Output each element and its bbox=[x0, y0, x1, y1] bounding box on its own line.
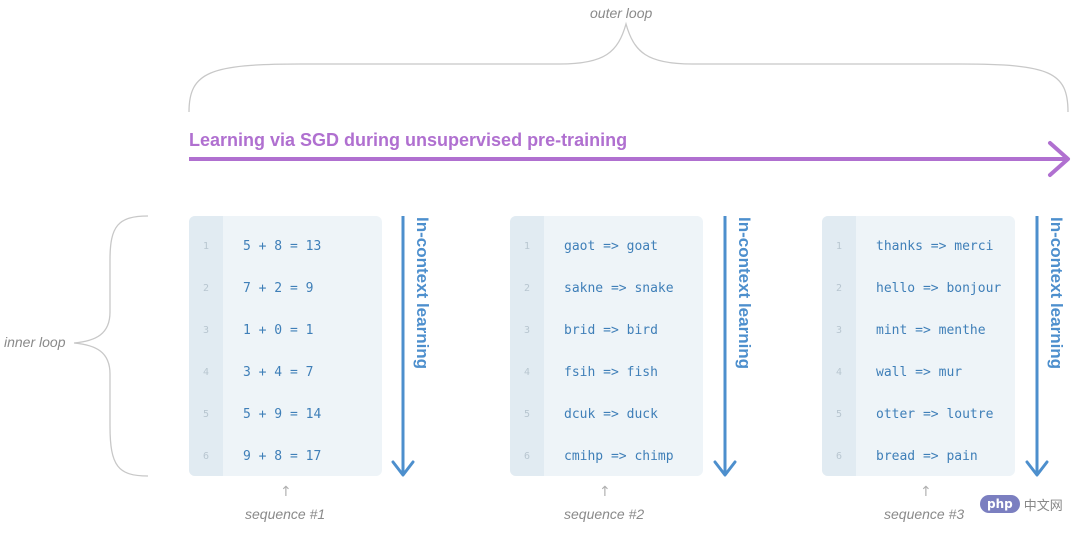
code-line: 4 wall => mur bbox=[822, 351, 1015, 393]
code-line: 4 3 + 4 = 7 bbox=[189, 351, 382, 393]
code-text: bread => pain bbox=[876, 448, 978, 464]
line-number: 3 bbox=[202, 324, 210, 336]
outer-loop-label: outer loop bbox=[590, 5, 653, 21]
main-arrow-head bbox=[1048, 141, 1070, 177]
code-text: dcuk => duck bbox=[564, 406, 658, 422]
up-arrow-icon: ↑ bbox=[599, 484, 611, 500]
code-line: 2 hello => bonjour bbox=[822, 267, 1015, 309]
watermark-badge: php bbox=[980, 495, 1020, 513]
inner-loop-label: inner loop bbox=[4, 334, 66, 350]
code-text: 1 + 0 = 1 bbox=[243, 322, 314, 338]
line-number-gutter bbox=[822, 216, 856, 476]
line-number: 1 bbox=[835, 240, 843, 252]
line-number: 5 bbox=[523, 408, 531, 420]
line-number: 5 bbox=[835, 408, 843, 420]
in-context-label-2: In-context learning bbox=[735, 217, 754, 370]
in-context-arrow-1 bbox=[391, 216, 415, 477]
line-number: 4 bbox=[835, 366, 843, 378]
code-text: mint => menthe bbox=[876, 322, 986, 338]
line-number: 5 bbox=[202, 408, 210, 420]
code-line: 4 fsih => fish bbox=[510, 351, 703, 393]
up-arrow-icon: ↑ bbox=[920, 484, 932, 500]
line-number: 1 bbox=[523, 240, 531, 252]
code-text: 5 + 8 = 13 bbox=[243, 238, 322, 254]
line-number: 6 bbox=[202, 450, 210, 462]
in-context-arrow-3 bbox=[1025, 216, 1049, 477]
code-text: 3 + 4 = 7 bbox=[243, 364, 314, 380]
sequence-caption-1: sequence #1 bbox=[245, 506, 326, 522]
sequence-card-2: 1 gaot => goat 2 sakne => snake 3 brid => b… bbox=[510, 216, 703, 476]
line-number: 4 bbox=[202, 366, 210, 378]
code-line: 5 otter => loutre bbox=[822, 393, 1015, 435]
line-number: 2 bbox=[202, 282, 210, 294]
line-number-gutter bbox=[510, 216, 544, 476]
line-number: 4 bbox=[523, 366, 531, 378]
code-line: 2 sakne => snake bbox=[510, 267, 703, 309]
code-text: hello => bonjour bbox=[876, 280, 1002, 296]
in-context-arrow-2 bbox=[713, 216, 737, 477]
line-number-gutter bbox=[189, 216, 223, 476]
code-line: 5 dcuk => duck bbox=[510, 393, 703, 435]
code-line: 3 1 + 0 = 1 bbox=[189, 309, 382, 351]
code-text: gaot => goat bbox=[564, 238, 658, 254]
line-number: 2 bbox=[523, 282, 531, 294]
code-line: 5 5 + 9 = 14 bbox=[189, 393, 382, 435]
code-text: brid => bird bbox=[564, 322, 658, 338]
code-line: 2 7 + 2 = 9 bbox=[189, 267, 382, 309]
code-text: wall => mur bbox=[876, 364, 963, 380]
up-arrow-icon: ↑ bbox=[280, 484, 292, 500]
line-number: 6 bbox=[523, 450, 531, 462]
watermark: php 中文网 bbox=[980, 491, 1076, 517]
in-context-label-3: In-context learning bbox=[1047, 217, 1066, 370]
line-number: 6 bbox=[835, 450, 843, 462]
sequence-card-3: 1 thanks => merci 2 hello => bonjour 3 mint… bbox=[822, 216, 1015, 476]
code-line: 1 gaot => goat bbox=[510, 225, 703, 267]
code-text: otter => loutre bbox=[876, 406, 994, 422]
outer-loop-brace bbox=[188, 21, 1069, 113]
code-line: 6 9 + 8 = 17 bbox=[189, 435, 382, 476]
code-text: 5 + 9 = 14 bbox=[243, 406, 322, 422]
inner-loop-brace bbox=[73, 215, 149, 477]
code-line: 3 brid => bird bbox=[510, 309, 703, 351]
sequence-caption-2: sequence #2 bbox=[564, 506, 645, 522]
code-text: sakne => snake bbox=[564, 280, 674, 296]
line-number: 3 bbox=[523, 324, 531, 336]
main-arrow-label: Learning via SGD during unsupervised pre… bbox=[189, 130, 628, 150]
code-line: 3 mint => menthe bbox=[822, 309, 1015, 351]
code-line: 1 5 + 8 = 13 bbox=[189, 225, 382, 267]
in-context-label-1: In-context learning bbox=[413, 217, 432, 370]
sequence-caption-3: sequence #3 bbox=[884, 506, 965, 522]
code-text: thanks => merci bbox=[876, 238, 994, 254]
code-text: 9 + 8 = 17 bbox=[243, 448, 322, 464]
code-line: 6 cmihp => chimp bbox=[510, 435, 703, 476]
code-text: 7 + 2 = 9 bbox=[243, 280, 314, 296]
code-text: fsih => fish bbox=[564, 364, 658, 380]
line-number: 1 bbox=[202, 240, 210, 252]
watermark-text: 中文网 bbox=[1023, 498, 1063, 514]
line-number: 3 bbox=[835, 324, 843, 336]
code-line: 6 bread => pain bbox=[822, 435, 1015, 476]
line-number: 2 bbox=[835, 282, 843, 294]
code-line: 1 thanks => merci bbox=[822, 225, 1015, 267]
code-text: cmihp => chimp bbox=[564, 448, 674, 464]
sequence-card-1: 1 5 + 8 = 13 2 7 + 2 = 9 3 1 + 0 = 1 4 3 + 4… bbox=[189, 216, 382, 476]
